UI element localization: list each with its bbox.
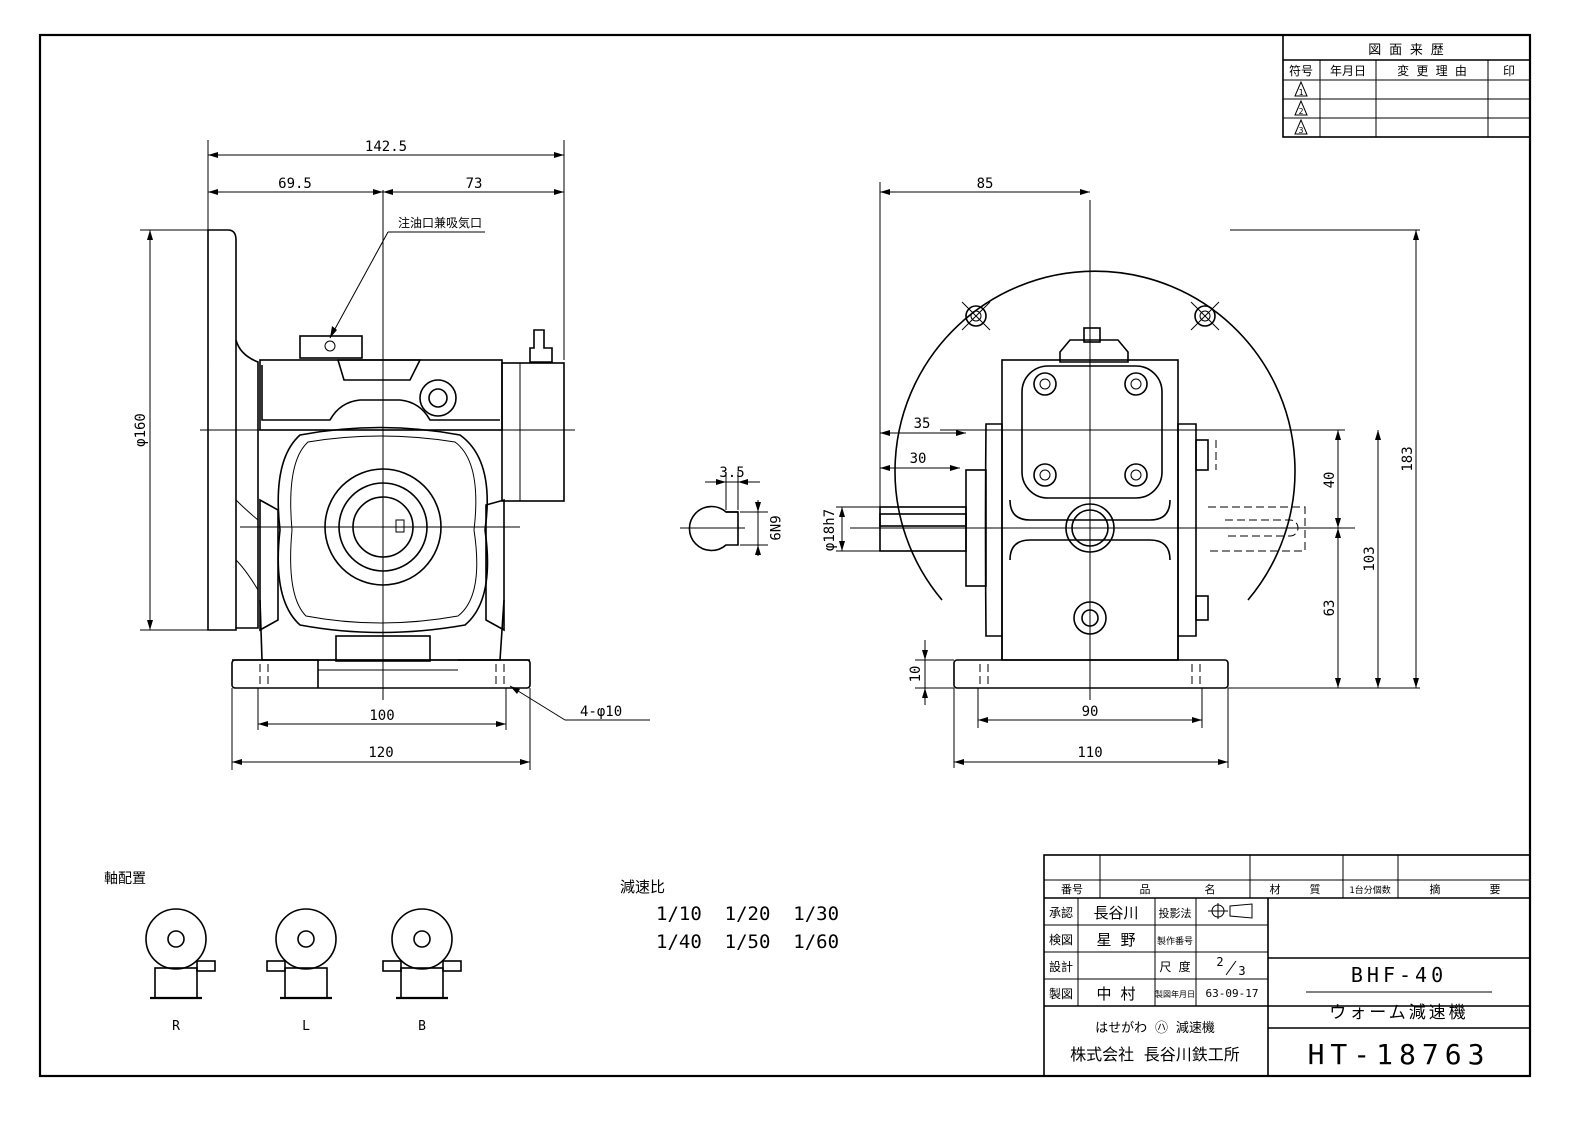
dim-base-thickness: 10 <box>908 666 924 683</box>
dim-flange-dia: φ160 <box>133 413 149 447</box>
revision-title: 図 面 来 歴 <box>1368 43 1443 58</box>
reduction-ratio-title: 減速比 <box>620 878 665 896</box>
tb-col-qty: 1台分個数 <box>1349 884 1390 896</box>
shaft-arrangement: 軸配置 R L B <box>104 871 462 1034</box>
tb-col-quality: 質 <box>1310 882 1321 896</box>
svg-text:2: 2 <box>1216 955 1223 969</box>
tb-col-item: 品 <box>1140 883 1151 896</box>
dim-height-183: 183 <box>1400 446 1416 471</box>
dim-height-63: 63 <box>1322 600 1338 617</box>
dim-width-85: 85 <box>977 176 994 192</box>
dim-base-inner-90: 90 <box>1082 704 1099 720</box>
dim-left-offset: 69.5 <box>278 176 312 192</box>
tb-check-name: 星 野 <box>1096 931 1135 949</box>
tb-col-number: 番号 <box>1061 883 1083 896</box>
revision-col-date: 年月日 <box>1330 64 1366 78</box>
dim-base-inner: 100 <box>369 708 394 724</box>
tb-draft-name: 中 村 <box>1096 985 1135 1003</box>
tb-date-label: 製図年月日 <box>1155 989 1195 999</box>
arrangement-B: B <box>382 908 462 1034</box>
tb-design-label: 設計 <box>1049 959 1073 974</box>
tb-brand-line: はせがわ ㋩ 減速機 <box>1095 1020 1215 1036</box>
arrangement-label-R: R <box>172 1019 180 1034</box>
arrangement-label-L: L <box>302 1019 310 1034</box>
dim-mount-holes: 4-φ10 <box>580 704 622 720</box>
tb-projection-label: 投影法 <box>1159 906 1192 920</box>
svg-text:3: 3 <box>1238 964 1245 978</box>
tb-draft-label: 製図 <box>1049 987 1073 1001</box>
reduction-ratio: 減速比 1/10 1/20 1/30 1/40 1/50 1/60 <box>620 878 839 953</box>
tb-approve-name: 長谷川 <box>1093 904 1138 922</box>
shaft-arrangement-title: 軸配置 <box>104 871 146 887</box>
key-width: 3.5 <box>719 465 744 481</box>
arrangement-label-B: B <box>418 1019 426 1034</box>
tb-col-remarks-1: 摘 <box>1430 882 1441 896</box>
tb-drawing-number: HT-18763 <box>1308 1038 1491 1071</box>
tb-col-name: 名 <box>1205 882 1216 896</box>
svg-text:2: 2 <box>1299 107 1304 116</box>
title-block: 番号 品 名 材 質 1台分個数 摘 要 承認 長谷川 投影法 検図 星 野 製… <box>1043 854 1531 1077</box>
arrangement-R: R <box>145 908 216 1034</box>
dim-height-103: 103 <box>1362 546 1378 571</box>
reduction-ratio-line-2: 1/40 1/50 1/60 <box>656 931 839 953</box>
tb-product-name: ウォーム減速機 <box>1329 1003 1469 1023</box>
projection-symbol-icon <box>1208 903 1253 919</box>
dim-base-outer-110: 110 <box>1077 745 1102 761</box>
revision-triangle-2: 2 <box>1294 99 1308 116</box>
tb-check-label: 検図 <box>1049 933 1073 947</box>
tb-col-remarks-2: 要 <box>1490 883 1501 896</box>
tb-scale-value: 2 3 <box>1216 955 1245 978</box>
dim-shaft-dia: φ18h7 <box>822 509 838 551</box>
reduction-ratio-line-1: 1/10 1/20 1/30 <box>656 903 839 925</box>
tb-approve-label: 承認 <box>1049 905 1073 920</box>
right-view: 85 35 30 φ18h7 10 90 110 <box>822 176 1420 768</box>
tb-scale-label: 尺 度 <box>1159 959 1190 974</box>
key-section: 3.5 6N9 <box>680 465 782 556</box>
revision-triangle-1: 1 <box>1294 80 1308 97</box>
tb-col-material: 材 <box>1270 882 1281 896</box>
revision-col-reason: 変 更 理 由 <box>1397 63 1467 78</box>
dim-shaft-30: 30 <box>910 451 927 467</box>
revision-col-symbol: 符号 <box>1289 63 1313 78</box>
dim-overall-width: 142.5 <box>365 139 407 155</box>
dim-base-outer: 120 <box>368 745 393 761</box>
revision-triangle-3: 3 <box>1294 118 1308 135</box>
sheet-border <box>38 33 1532 1078</box>
key-fit: 6N9 <box>766 515 782 540</box>
revision-block: 図 面 来 歴 符号 年月日 変 更 理 由 印 1 2 3 <box>1282 34 1531 138</box>
oil-filler-callout: 注油口兼吸気口 <box>398 215 482 230</box>
tb-serial-label: 製作番号 <box>1157 935 1193 947</box>
tb-date-value: 63-09-17 <box>1206 987 1259 1000</box>
arrangement-L: L <box>266 908 337 1034</box>
flange-bolt-mark <box>961 301 991 331</box>
dim-right-offset: 73 <box>466 176 483 192</box>
svg-text:1: 1 <box>1299 88 1304 97</box>
svg-text:3: 3 <box>1299 126 1304 135</box>
tb-company: 株式会社 長谷川鉄工所 <box>1070 1045 1240 1064</box>
flange-bolt-mark <box>1190 301 1220 331</box>
dim-height-40: 40 <box>1322 472 1338 489</box>
revision-col-seal: 印 <box>1503 64 1515 78</box>
left-view: 142.5 69.5 73 注油口兼吸気口 φ160 100 120 4-φ10 <box>133 139 650 770</box>
dim-shaft-35: 35 <box>914 416 931 432</box>
tb-model: BHF-40 <box>1351 963 1447 987</box>
